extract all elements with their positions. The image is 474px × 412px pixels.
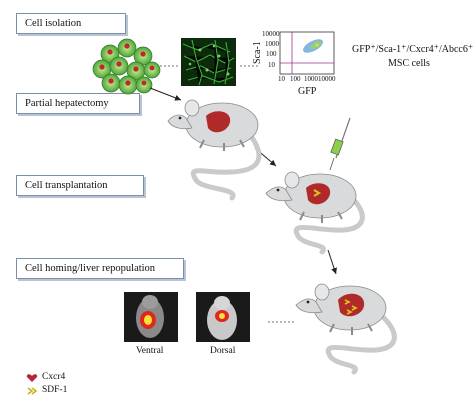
facs-tick: 100 (266, 50, 277, 58)
facs-tick: 10000 (318, 75, 336, 83)
chevron-marker-icon (27, 387, 38, 395)
stage-cell-transplantation: Cell transplantation (16, 175, 144, 196)
legend-cxcr4-label: Cxcr4 (42, 372, 66, 382)
fluorescence-micrograph (181, 38, 236, 86)
facs-tick: 10000 (262, 30, 280, 38)
facs-tick: 100 (290, 75, 301, 83)
stage-label: Cell transplantation (25, 180, 108, 191)
stage-label: Cell isolation (25, 18, 82, 29)
facs-x-axis-label: GFP (298, 86, 317, 97)
stage-label: Cell homing/liver repopulation (25, 263, 156, 274)
heart-marker-icon (26, 374, 38, 382)
stage-partial-hepatectomy: Partial hepatectomy (16, 93, 140, 114)
ventral-photo (124, 292, 178, 342)
mouse-hepatectomy-icon (167, 99, 262, 201)
flow-arrow (149, 87, 182, 101)
facs-tick: 10 (268, 61, 275, 69)
mouse-homing-icon (295, 283, 397, 375)
facs-tick: 1000 (304, 75, 318, 83)
phenotype-line-2: MSC cells (388, 58, 430, 69)
facs-tick: 1000 (265, 40, 279, 48)
stage-cell-homing: Cell homing/liver repopulation (16, 258, 184, 279)
legend-sdf1-label: SDF-1 (42, 385, 68, 395)
facs-tick: 10 (278, 75, 285, 83)
ventral-label: Ventral (136, 346, 164, 356)
syringe-icon (329, 117, 351, 171)
flow-arrow (327, 249, 337, 275)
dorsal-photo (196, 292, 250, 342)
stage-label: Partial hepatectomy (25, 98, 109, 109)
phenotype-line-1: GFP⁺/Sca-1⁺/Cxcr4⁺/Abcc6⁺ (352, 44, 474, 55)
dorsal-label: Dorsal (210, 346, 236, 356)
facs-plot (279, 31, 335, 75)
stage-cell-isolation: Cell isolation (16, 13, 126, 34)
cell-cluster-icon (92, 38, 161, 95)
mouse-transplantation-icon (265, 171, 365, 255)
